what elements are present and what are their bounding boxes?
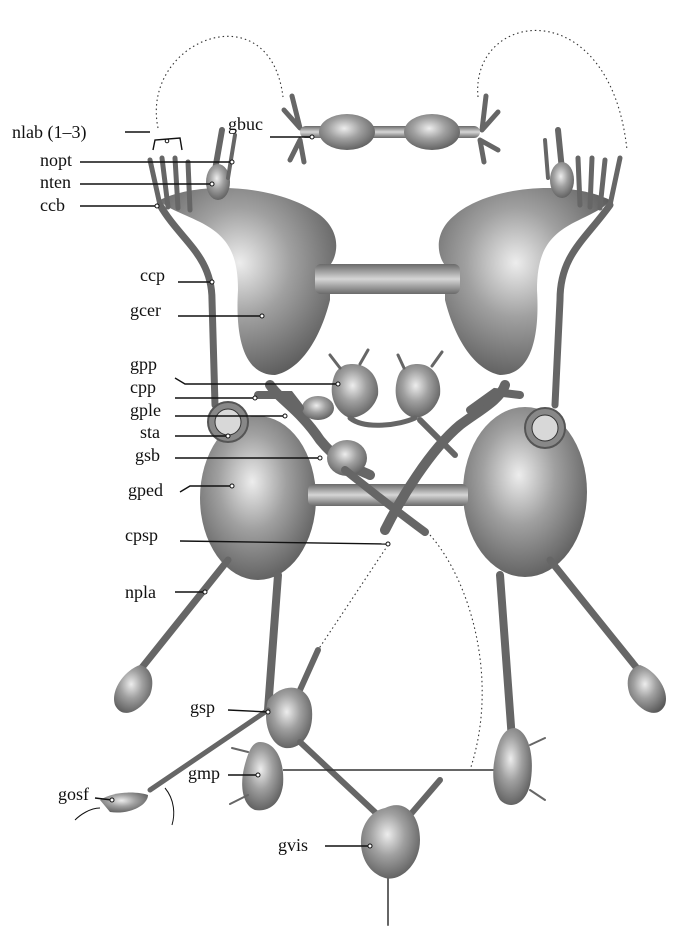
cerebral-ganglion-right <box>439 130 620 405</box>
label-gvis: gvis <box>278 835 308 855</box>
label-gcer: gcer <box>130 300 161 320</box>
buccal-ganglia <box>284 96 498 162</box>
label-gped: gped <box>128 480 163 500</box>
label-ccb: ccb <box>40 195 65 215</box>
supraesophageal-visceral-ganglion <box>266 688 312 749</box>
label-gmp: gmp <box>188 763 220 783</box>
label-sta: sta <box>140 422 160 442</box>
label-gple: gple <box>130 400 161 420</box>
label-nopt: nopt <box>40 150 72 170</box>
visceral-ganglion <box>361 780 440 925</box>
parapedal-ganglion-right <box>396 352 442 418</box>
label-gpp: gpp <box>130 354 157 374</box>
label-npla: npla <box>125 582 156 602</box>
pedal-ganglion-left <box>200 416 316 580</box>
cerebral-ganglion-left <box>150 130 336 405</box>
osphradial-ganglion <box>100 793 148 813</box>
label-gbuc: gbuc <box>228 114 263 134</box>
pedal-nerve-club-left <box>114 665 152 713</box>
dotted-connective-upper-right <box>478 30 627 150</box>
dotted-connective-lower-right <box>430 535 482 770</box>
statocyst-right <box>525 408 565 448</box>
dotted-connective-lower-left <box>318 545 388 650</box>
cerebral-commissure <box>315 264 460 294</box>
label-gsp: gsp <box>190 697 215 717</box>
pleural-ganglion <box>302 396 334 420</box>
pedal-nerve-club-right <box>628 665 666 713</box>
label-gosf: gosf <box>58 784 89 804</box>
label-nlab: nlab (1–3) <box>12 122 86 143</box>
label-nten: nten <box>40 172 71 192</box>
label-cpsp: cpsp <box>125 525 158 545</box>
label-gsb: gsb <box>135 445 160 465</box>
label-ccp: ccp <box>140 265 165 285</box>
mantle-ganglion-right <box>493 728 545 805</box>
dotted-connective-upper-left <box>156 36 283 128</box>
label-cpp: cpp <box>130 377 156 397</box>
